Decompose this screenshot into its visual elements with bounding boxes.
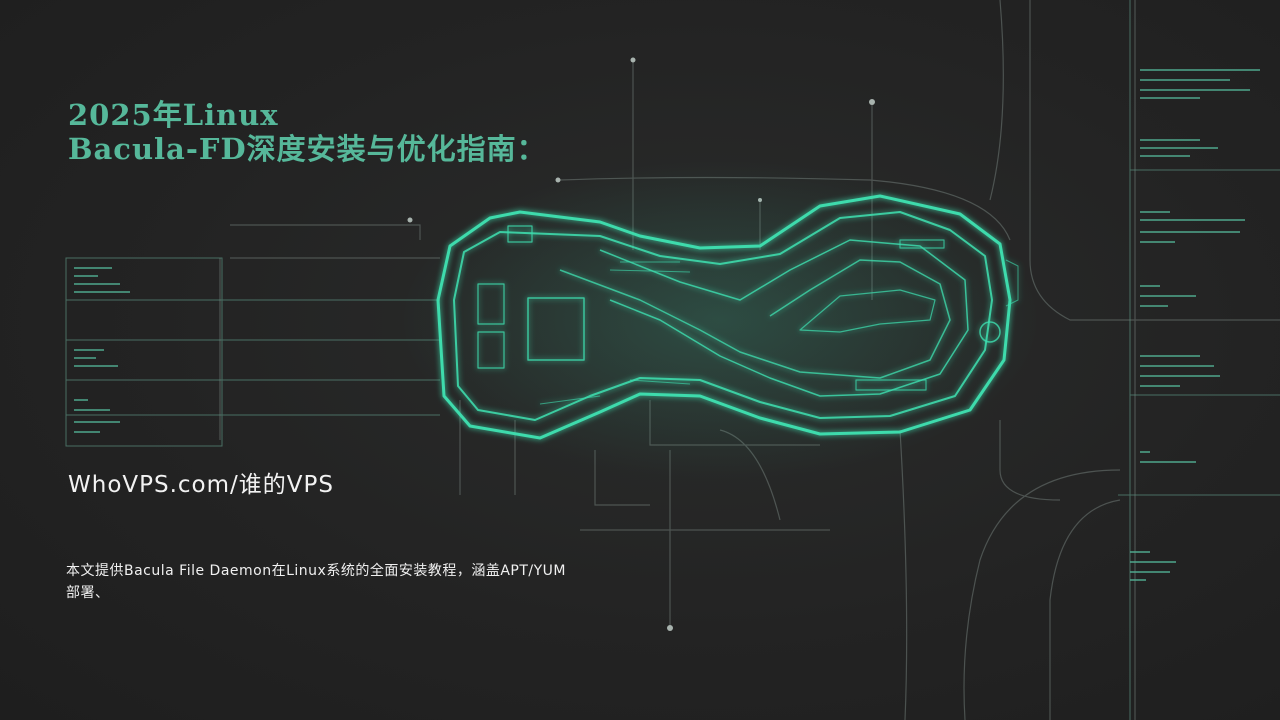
circuit-board	[436, 194, 1019, 440]
page-title: 2025年Linux Bacula-FD深度安装与优化指南：	[68, 98, 547, 166]
left-panel-text-lines	[74, 267, 130, 433]
title-line-2: Bacula-FD深度安装与优化指南：	[68, 132, 547, 166]
left-data-panel	[65, 257, 440, 447]
title-line-1: 2025年Linux	[68, 98, 279, 132]
article-description: 本文提供Bacula File Daemon在Linux系统的全面安装教程，涵盖…	[66, 563, 566, 601]
right-data-panel	[1118, 0, 1280, 720]
site-label: WhoVPS.com/谁的VPS	[68, 472, 334, 498]
right-panel-text-lines	[1130, 69, 1260, 581]
